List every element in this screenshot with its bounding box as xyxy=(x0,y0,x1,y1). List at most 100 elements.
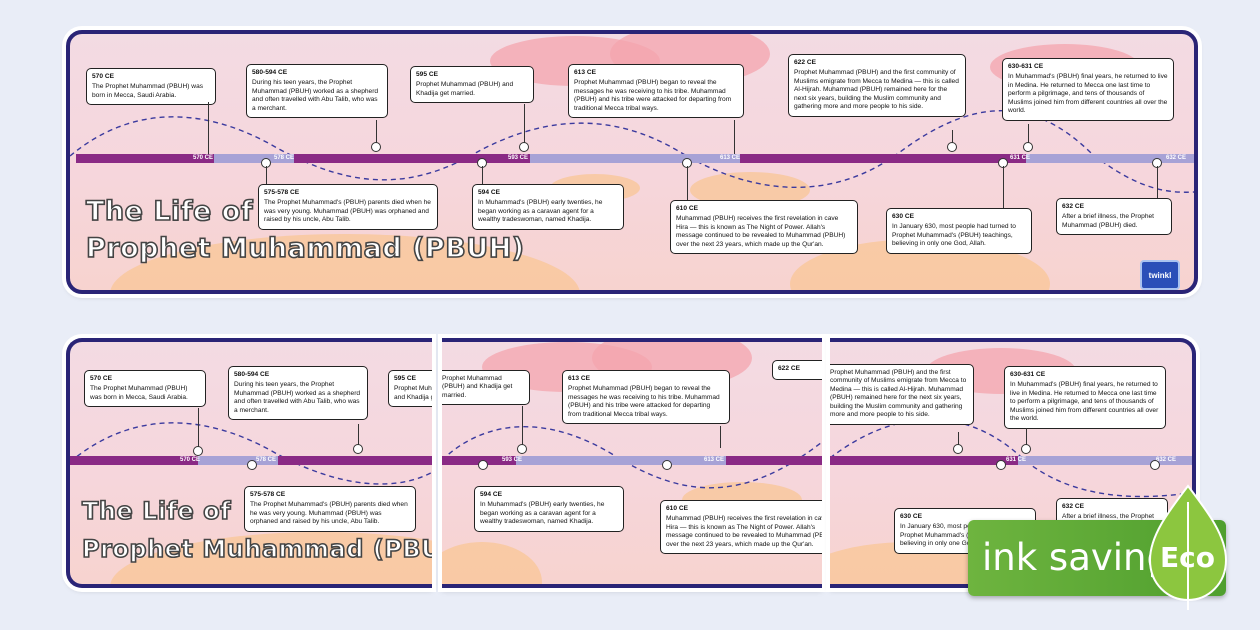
event-text: The Prophet Muhammad's (PBUH) parents di… xyxy=(264,199,431,224)
event-text: In Muhammad's (PBUH) final years, he ret… xyxy=(1008,73,1168,115)
eco-leaf-icon xyxy=(1148,484,1228,610)
ink-saving-label: ink saving xyxy=(982,536,1170,579)
event-card: 622 CE Prophet Muhammad (PBUH) and the f… xyxy=(788,54,966,117)
event-text: Prophet Muhammad (PBUH) and Khadija get … xyxy=(416,81,514,97)
logo-text: twinkl xyxy=(1148,270,1172,280)
event-dot xyxy=(947,142,957,152)
event-card: 580-594 CE During his teen years, the Pr… xyxy=(228,366,368,421)
event-dot xyxy=(353,444,363,454)
event-dot xyxy=(1150,460,1160,470)
timeline-segment xyxy=(198,456,278,465)
event-dot xyxy=(517,444,527,454)
tick-label: 570 CE xyxy=(180,457,201,463)
timeline-segment xyxy=(516,456,726,465)
event-dot xyxy=(1021,444,1031,454)
event-card: 580-594 CE During his teen years, the Pr… xyxy=(246,64,388,119)
event-date: 630 CE xyxy=(900,513,922,520)
event-text: After a brief illness, the Prophet Muham… xyxy=(1062,213,1154,229)
event-card: 630-631 CE In Muhammad's (PBUH) final ye… xyxy=(1002,58,1174,121)
event-date: 594 CE xyxy=(478,189,500,196)
event-stem xyxy=(1003,166,1004,208)
event-text: During his teen years, the Prophet Muham… xyxy=(234,381,361,414)
event-card: 632 CE After a brief illness, the Prophe… xyxy=(1056,198,1172,236)
event-card: 594 CE In Muhammad's (PBUH) early twenti… xyxy=(472,184,624,230)
title-line-1: The Life of xyxy=(85,195,254,228)
event-dot xyxy=(371,142,381,152)
event-date: 613 CE xyxy=(568,375,590,382)
event-dot xyxy=(519,142,529,152)
event-date: 580-594 CE xyxy=(234,371,270,378)
timeline-segment xyxy=(530,154,740,163)
title-line-2: Prophet Muhammad (PBUH) xyxy=(81,534,432,563)
event-stem xyxy=(1157,166,1158,200)
event-stem xyxy=(734,120,735,154)
event-card: 570 CE The Prophet Muhammad (PBUH) was b… xyxy=(84,370,206,408)
event-card: 575-578 CE The Prophet Muhammad's (PBUH)… xyxy=(244,486,416,532)
title-line-1: The Life of xyxy=(81,497,232,526)
twinkl-logo: twinkl xyxy=(1140,260,1180,290)
event-stem xyxy=(958,432,959,446)
event-stem xyxy=(376,120,377,148)
tick-label: 570 CE xyxy=(193,155,214,161)
event-dot xyxy=(662,460,672,470)
event-text: Prophet Muhammad (PBUH) and Khadija get … xyxy=(394,385,432,401)
event-card: 594 CE In Muhammad's (PBUH) early twenti… xyxy=(474,486,624,532)
dashed-wave-line xyxy=(442,426,822,489)
tick-label: 631 CE xyxy=(1010,155,1031,161)
event-stem xyxy=(522,406,523,446)
title-line-2: Prophet Muhammad (PBUH) xyxy=(85,232,525,265)
tick-label: 613 CE xyxy=(704,457,725,463)
event-text: Prophet Muhammad (PBUH) began to reveal … xyxy=(568,385,720,418)
tick-label: 613 CE xyxy=(720,155,741,161)
event-card: 613 CE Prophet Muhammad (PBUH) began to … xyxy=(562,370,730,425)
event-card: 575-578 CE The Prophet Muhammad's (PBUH)… xyxy=(258,184,438,230)
tick-label: 593 CE xyxy=(508,155,529,161)
event-card: 622 CE xyxy=(772,360,822,381)
event-text: In Muhammad's (PBUH) final years, he ret… xyxy=(1010,381,1159,423)
event-stem xyxy=(952,130,953,148)
banner-title: The Life of Prophet Muhammad (PBUH) xyxy=(85,195,525,265)
event-dot xyxy=(953,444,963,454)
event-dot xyxy=(996,460,1006,470)
timeline-bar: 570 CE 578 CE 593 CE 613 CE 631 CE 632 C… xyxy=(76,154,1194,163)
event-card: Prophet Muhammad (PBUH) and Khadija get … xyxy=(442,370,530,406)
event-card: 610 CE Muhammad (PBUH) receives the firs… xyxy=(670,200,858,255)
tick-label: 632 CE xyxy=(1156,457,1177,463)
timeline-bar: 593 CE 613 CE xyxy=(442,456,822,465)
event-stem xyxy=(1026,428,1027,446)
event-card: 630-631 CE In Muhammad's (PBUH) final ye… xyxy=(1004,366,1166,429)
event-date: 622 CE xyxy=(794,59,816,66)
event-date: 632 CE xyxy=(1062,203,1084,210)
timeline-segment xyxy=(1026,154,1194,163)
preview-panel-2: 593 CE 613 CE Prophet Muhammad (PBUH) an… xyxy=(442,338,822,588)
event-date: 594 CE xyxy=(480,491,502,498)
event-date: 610 CE xyxy=(666,505,688,512)
tick-label: 593 CE xyxy=(502,457,523,463)
tick-label: 578 CE xyxy=(274,155,295,161)
event-card: Prophet Muhammad (PBUH) and the first co… xyxy=(830,364,974,425)
event-card: 595 CE Prophet Muhammad (PBUH) and Khadi… xyxy=(388,370,432,408)
event-text: Prophet Muhammad (PBUH) and the first co… xyxy=(830,369,967,419)
event-date: 613 CE xyxy=(574,69,596,76)
preview-panel-1: 570 CE 578 CE 570 CE The Prophet Muhamma… xyxy=(66,338,432,588)
banner-title: The Life of Prophet Muhammad (PBUH) xyxy=(81,497,432,563)
timeline-segment xyxy=(1018,456,1192,465)
dashed-wave-line xyxy=(830,418,1192,498)
event-dot xyxy=(193,446,203,456)
event-date: 632 CE xyxy=(1062,503,1084,510)
event-text: The Prophet Muhammad (PBUH) was born in … xyxy=(92,83,204,99)
event-card: 610 CE Muhammad (PBUH) receives the firs… xyxy=(660,500,822,555)
event-text: In Muhammad's (PBUH) early twenties, he … xyxy=(480,501,605,526)
event-date: 570 CE xyxy=(90,375,112,382)
event-card: 613 CE Prophet Muhammad (PBUH) began to … xyxy=(568,64,744,119)
event-dot xyxy=(247,460,257,470)
event-date: 610 CE xyxy=(676,205,698,212)
event-text: In January 630, most people had turned t… xyxy=(900,523,1024,548)
event-date: 595 CE xyxy=(416,71,438,78)
timeline-segment xyxy=(214,154,294,163)
event-card: 595 CE Prophet Muhammad (PBUH) and Khadi… xyxy=(410,66,534,104)
event-text: The Prophet Muhammad's (PBUH) parents di… xyxy=(250,501,408,526)
event-text: Prophet Muhammad (PBUH) and Khadija get … xyxy=(442,375,513,399)
event-stem xyxy=(720,426,721,448)
event-stem xyxy=(208,102,209,154)
